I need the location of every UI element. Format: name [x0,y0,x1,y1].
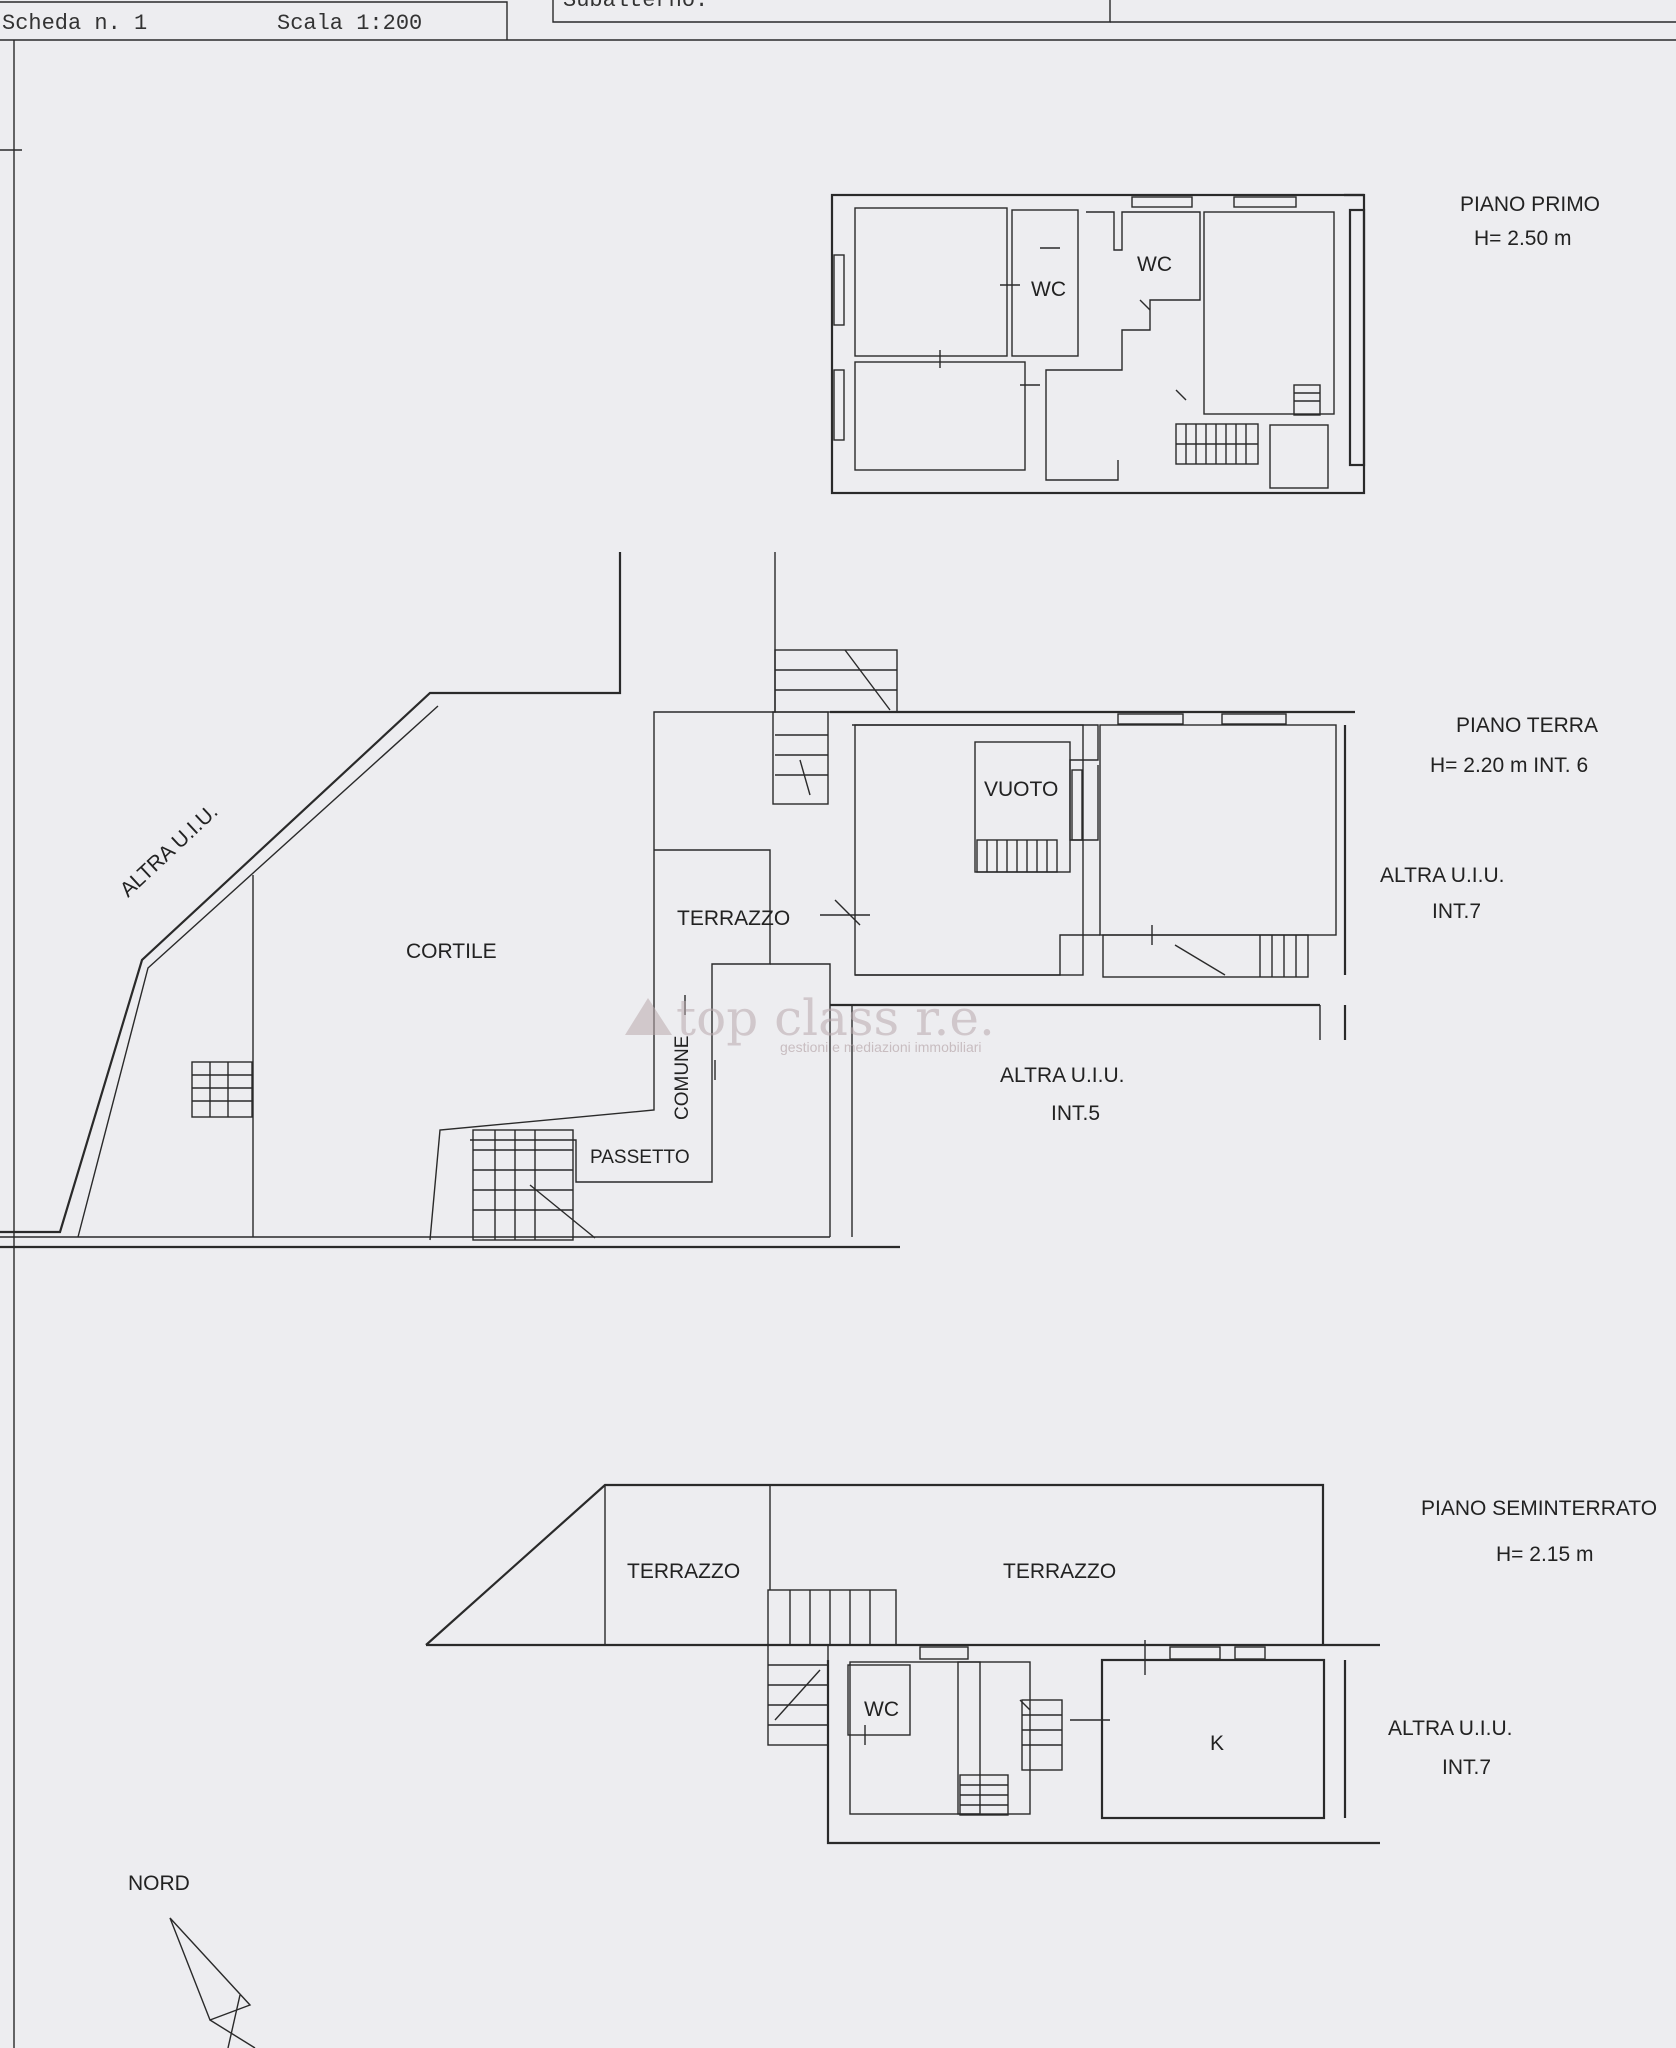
room-primo-3 [1203,211,1335,415]
altra-uiu-diagonal: ALTRA U.I.U. [116,800,223,902]
room-label-wc-semint: WC [864,1698,899,1721]
piano-terra-altra-bottom-2: INT.5 [1051,1102,1100,1125]
room-primo-wc1 [1011,209,1079,357]
scheda-number: Scheda n. 1 [2,11,147,36]
piano-terra-altra-bottom-1: ALTRA U.I.U. [1000,1064,1124,1087]
piano-primo-height: H= 2.50 m [1474,227,1571,250]
piano-terra-altra-right-1: ALTRA U.I.U. [1380,864,1504,887]
room-label-vuoto: VUOTO [984,778,1058,801]
piano-seminterrato-altra-2: INT.7 [1442,1756,1491,1779]
piano-terra-altra-right-2: INT.7 [1432,900,1481,923]
scale-label: Scala 1:200 [277,11,422,36]
stair-terra-top [774,649,898,713]
room-label-terrazzo: TERRAZZO [677,907,790,930]
piano-primo-plan: WC WC [830,193,1366,495]
piano-seminterrato-altra-1: ALTRA U.I.U. [1388,1717,1512,1740]
svg-text:top class r.e.: top class r.e. [676,989,995,1047]
room-label-wc-1: WC [1031,278,1066,301]
piano-terra-title: PIANO TERRA [1456,714,1598,737]
room-semint-k [1100,1658,1326,1820]
piano-terra-plan: TERRAZZO CORTILE VUOTO PASSETTO COMUNE A… [0,552,1355,1249]
room-label-terrazzo-left: TERRAZZO [627,1560,740,1583]
room-label-terrazzo-right: TERRAZZO [1003,1560,1116,1583]
room-label-k: K [1210,1732,1224,1755]
room-primo-2 [854,361,1026,471]
room-semint-1 [849,1661,981,1815]
piano-terra-height: H= 2.20 m INT. 6 [1430,754,1588,777]
piano-seminterrato-title: PIANO SEMINTERRATO [1421,1497,1657,1520]
room-terra-right [1099,724,1337,936]
north-arrow-icon [169,1917,256,2048]
room-terra-left [854,724,1084,976]
piano-primo-title: PIANO PRIMO [1460,193,1600,216]
svg-text:gestioni e mediazioni immobili: gestioni e mediazioni immobiliari [780,1039,982,1055]
room-label-comune: COMUNE [672,1036,693,1120]
room-semint-wc [847,1664,911,1736]
watermark-logo: top class r.e. gestioni e mediazioni imm… [625,989,995,1055]
piano-seminterrato-height: H= 2.15 m [1496,1543,1593,1566]
room-label-wc-2: WC [1137,253,1172,276]
room-vuoto [974,741,1071,873]
subalterno-label: Subalterno: [563,0,708,13]
piano-seminterrato-plan: TERRAZZO TERRAZZO WC K [425,1483,1380,1845]
stair-terra-right [1102,934,1309,978]
room-primo-1 [854,207,1008,357]
stair-semint-top [767,1589,897,1646]
room-label-cortile: CORTILE [406,940,497,963]
north-label: NORD [128,1872,190,1895]
room-label-passetto: PASSETTO [590,1147,690,1168]
